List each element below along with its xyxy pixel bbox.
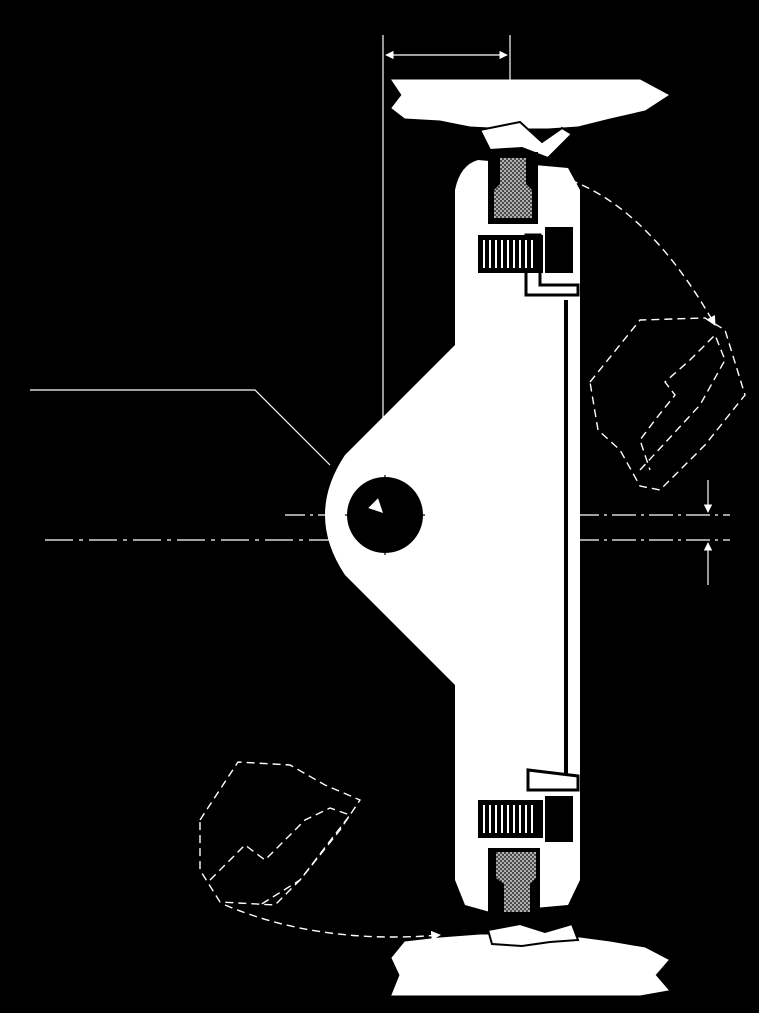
- lower-contact-pad: [486, 922, 580, 948]
- upper-rail: [391, 79, 669, 129]
- lower-insert: [488, 848, 540, 920]
- lower-screw: [478, 794, 575, 844]
- lower-rail: [391, 934, 669, 996]
- center-lines: [45, 475, 730, 555]
- upper-contact-pad: [478, 120, 574, 160]
- upper-insert: [488, 152, 538, 224]
- mounting-bracket: [325, 160, 580, 912]
- leader-line: [30, 389, 383, 513]
- swung-position-outline-upper: [569, 179, 746, 491]
- upper-screw: [478, 225, 575, 275]
- dimension-top: [382, 35, 511, 490]
- lower-clamp-jaw: [526, 768, 580, 792]
- swung-position-outline-lower: [199, 761, 441, 941]
